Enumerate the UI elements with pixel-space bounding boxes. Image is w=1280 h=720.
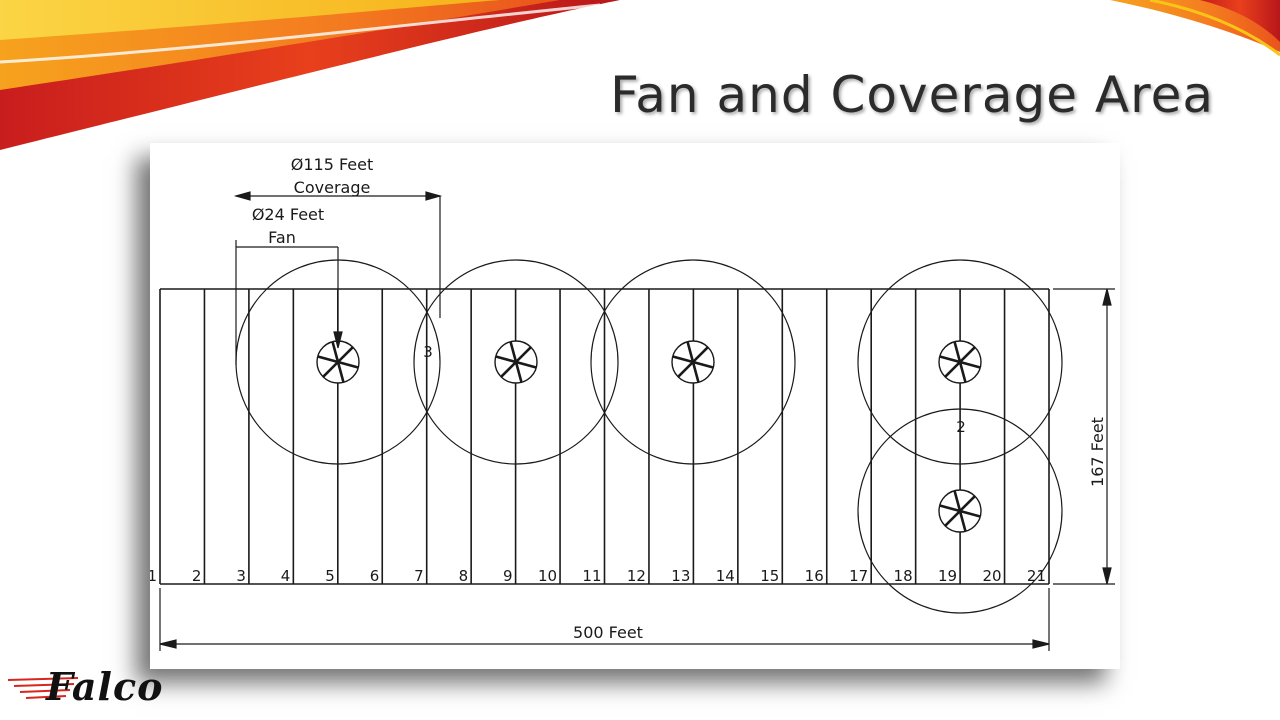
marker-3: 3 bbox=[423, 343, 433, 361]
fan-blade bbox=[500, 360, 518, 378]
fan-blade bbox=[691, 346, 709, 364]
falco-logo-swoosh bbox=[8, 677, 79, 699]
fan-blade bbox=[939, 504, 962, 513]
column-number: 12 bbox=[627, 567, 646, 585]
slide-title: Fan and Coverage Area bbox=[610, 66, 1214, 124]
column-number: 20 bbox=[982, 567, 1001, 585]
fan-arrow-down bbox=[333, 331, 343, 349]
fan-diameter-label: Ø24 Feet bbox=[252, 205, 324, 224]
marker-2: 2 bbox=[956, 418, 966, 436]
header-swoosh-decoration bbox=[0, 0, 1280, 150]
column-number: 21 bbox=[1027, 567, 1046, 585]
fan-blade bbox=[336, 360, 345, 383]
coverage-diameter-label: Ø115 Feet bbox=[291, 155, 374, 174]
column-number: 8 bbox=[459, 567, 469, 585]
fan-blade bbox=[944, 360, 962, 378]
column-number: 13 bbox=[671, 567, 690, 585]
fan-blade bbox=[495, 355, 518, 364]
dimension-lines bbox=[159, 191, 1115, 651]
column-number: 2 bbox=[192, 567, 202, 585]
fan-blade bbox=[514, 360, 537, 369]
coverage-arrow-left bbox=[233, 191, 251, 201]
column-number: 10 bbox=[538, 567, 557, 585]
fan-blade bbox=[958, 360, 967, 383]
fan-icon bbox=[494, 340, 538, 384]
fan-blade bbox=[677, 360, 695, 378]
column-number: 3 bbox=[236, 567, 246, 585]
column-number: 6 bbox=[370, 567, 380, 585]
height-arrow-bottom bbox=[1102, 567, 1112, 585]
coverage-circle bbox=[413, 259, 619, 465]
fan-blade bbox=[953, 490, 962, 513]
fan-icon bbox=[938, 489, 982, 533]
column-number: 9 bbox=[503, 567, 513, 585]
column-number: 16 bbox=[805, 567, 824, 585]
height-dimension-label: 167 Feet bbox=[1088, 417, 1107, 487]
column-number: 1 bbox=[150, 567, 157, 585]
column-number: 18 bbox=[894, 567, 913, 585]
width-arrow-right bbox=[1032, 639, 1050, 649]
coverage-label: Coverage bbox=[294, 178, 371, 197]
fan-blade bbox=[514, 346, 532, 364]
column-number: 19 bbox=[938, 567, 957, 585]
fan-blade bbox=[958, 360, 981, 369]
fan-blade bbox=[686, 341, 695, 364]
fan-blade bbox=[953, 341, 962, 364]
column-grid bbox=[159, 288, 1050, 585]
fan-label: Fan bbox=[268, 228, 296, 247]
fan-blade bbox=[331, 341, 340, 364]
fan-blade bbox=[958, 346, 976, 364]
fan-icon bbox=[938, 340, 982, 384]
fan-blade bbox=[322, 360, 340, 378]
column-number: 17 bbox=[849, 567, 868, 585]
column-number: 15 bbox=[760, 567, 779, 585]
fan-blade bbox=[944, 509, 962, 527]
fan-icon bbox=[671, 340, 715, 384]
column-number: 14 bbox=[716, 567, 735, 585]
fan-blade bbox=[691, 360, 714, 369]
column-number: 5 bbox=[325, 567, 335, 585]
fan-blade bbox=[958, 495, 976, 513]
coverage-circle bbox=[590, 259, 796, 465]
height-arrow-top bbox=[1102, 288, 1112, 306]
fan-blade bbox=[336, 346, 354, 364]
fan-blade bbox=[672, 355, 695, 364]
fan-blade bbox=[509, 341, 518, 364]
column-number: 11 bbox=[582, 567, 601, 585]
width-arrow-left bbox=[159, 639, 177, 649]
width-dimension-label: 500 Feet bbox=[573, 623, 643, 642]
falco-logo-text: Falco bbox=[46, 664, 164, 709]
fan-blade bbox=[939, 355, 962, 364]
fan-blade bbox=[691, 360, 700, 383]
coverage-circle bbox=[857, 259, 1063, 465]
fan-blade bbox=[514, 360, 523, 383]
fan-blade bbox=[958, 509, 967, 532]
fan-blade bbox=[317, 355, 340, 364]
fan-blade bbox=[958, 509, 981, 518]
column-number: 7 bbox=[414, 567, 424, 585]
fan-blade bbox=[336, 360, 359, 369]
column-number: 4 bbox=[281, 567, 291, 585]
coverage-arrow-right bbox=[425, 191, 443, 201]
coverage-circle bbox=[857, 408, 1063, 614]
